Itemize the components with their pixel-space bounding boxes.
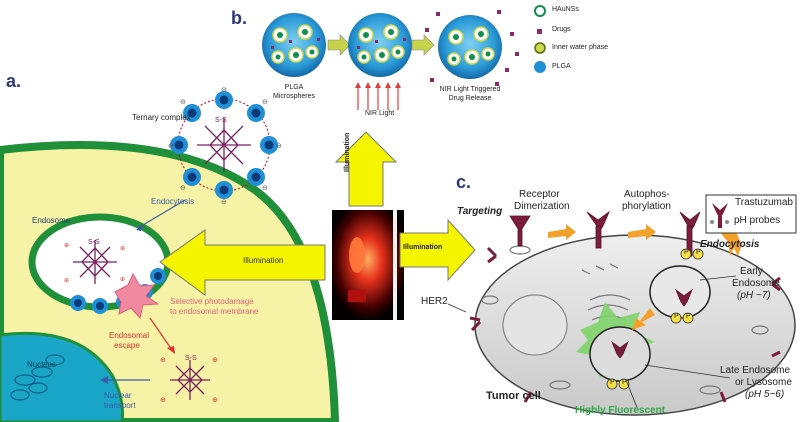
p-marker-3: P bbox=[674, 313, 679, 320]
release-line1: NIR Light Triggered bbox=[439, 86, 501, 93]
panel-b-label: b. bbox=[231, 8, 247, 28]
panel-a-label: a. bbox=[6, 71, 22, 91]
legend-inner-water: Inner water phase bbox=[552, 44, 609, 51]
arrow-b1 bbox=[327, 34, 351, 56]
nuclear-transport-line1: Nuclear bbox=[104, 391, 132, 400]
nir-source-image bbox=[332, 210, 404, 320]
legend-plga: PLGA bbox=[552, 63, 571, 70]
organelles bbox=[481, 245, 769, 395]
highly-fluorescent-label: Highly Fluorescent bbox=[575, 405, 666, 416]
targeting-label: Targeting bbox=[457, 206, 503, 217]
microsphere-1 bbox=[262, 13, 326, 77]
tumor-nucleus bbox=[502, 294, 568, 356]
svg-text:⊕: ⊕ bbox=[212, 357, 218, 364]
ss-label-3: S-S bbox=[88, 239, 100, 246]
svg-text:⊕: ⊕ bbox=[64, 278, 69, 284]
p-marker-6: P bbox=[622, 379, 627, 386]
nucleus-label: Nucleus bbox=[27, 360, 56, 369]
legend-ph-probes: pH probes bbox=[734, 215, 781, 226]
photodamage-line1: Selective photodamage bbox=[170, 297, 254, 306]
svg-text:⊖: ⊖ bbox=[221, 199, 227, 206]
autophos-line1: Autophos- bbox=[624, 189, 670, 200]
tumor-cell-label: Tumor cell bbox=[486, 390, 541, 402]
p-marker-2: P bbox=[696, 249, 701, 256]
escape-complex bbox=[170, 360, 210, 400]
escape-arrow bbox=[149, 317, 173, 351]
svg-text:⊕: ⊕ bbox=[212, 397, 218, 404]
ternary-complex: ⊖ ⊖ ⊖ ⊖ ⊖ ⊖ ⊖ ⊖ bbox=[168, 87, 282, 206]
legend-antibody-icon bbox=[712, 203, 728, 228]
late-endosome-line1: Late Endosome bbox=[720, 365, 791, 376]
svg-text:⊖: ⊖ bbox=[168, 143, 174, 150]
receptor-line1: Receptor bbox=[519, 189, 560, 200]
illumination-arrow-left bbox=[159, 229, 326, 296]
legend-b bbox=[534, 5, 546, 73]
autophos-line2: phorylation bbox=[622, 201, 671, 212]
svg-text:⊖: ⊖ bbox=[180, 185, 186, 192]
legend-trastuzumab: Trastuzumab bbox=[735, 197, 793, 208]
p-marker-1: P bbox=[684, 249, 689, 256]
illumination-arrow-right bbox=[399, 218, 476, 282]
legend-drugs: Drugs bbox=[552, 26, 571, 33]
chromatin bbox=[10, 354, 65, 401]
illumination-right-label: Illumination bbox=[403, 244, 443, 251]
svg-text:⊕: ⊕ bbox=[160, 357, 166, 364]
her2-receptors bbox=[469, 246, 781, 403]
arrow-b2 bbox=[411, 34, 435, 56]
endocytosis-label: Endocytosis bbox=[151, 197, 195, 206]
microsphere-2 bbox=[348, 13, 412, 77]
svg-text:⊕: ⊕ bbox=[120, 277, 125, 283]
escape-line1: Endosomal bbox=[109, 331, 150, 340]
antibodies bbox=[509, 210, 701, 359]
microspheres-line2: Microspheres bbox=[272, 93, 315, 100]
p-marker-5: P bbox=[610, 379, 615, 386]
photodamage-burst bbox=[114, 272, 160, 320]
release-line2: Drug Release bbox=[448, 95, 492, 102]
microspheres-line1: PLGA bbox=[284, 84, 304, 91]
early-endosome-line1: Early bbox=[740, 266, 763, 277]
nucleus bbox=[0, 331, 124, 422]
late-endosome-line2: or Lysosome bbox=[735, 377, 792, 388]
early-endosome-line2: Endosome bbox=[732, 278, 780, 289]
early-endosome-line3: (pH ~7) bbox=[737, 290, 771, 301]
nuclear-transport-line2: transport bbox=[104, 401, 136, 410]
early-endosome bbox=[649, 265, 711, 319]
her2-label: HER2 bbox=[421, 296, 448, 307]
panel-c-label: c. bbox=[456, 172, 472, 192]
ss-label-2: S-S bbox=[185, 355, 197, 362]
svg-text:⊖: ⊖ bbox=[180, 99, 186, 106]
svg-text:⊕: ⊕ bbox=[160, 397, 166, 404]
illumination-arrow-up bbox=[334, 131, 398, 207]
svg-text:⊖: ⊖ bbox=[221, 87, 227, 94]
orange-arrows bbox=[548, 224, 742, 330]
p-marker-4: P bbox=[686, 313, 691, 320]
escape-line2: escape bbox=[114, 341, 140, 350]
svg-text:⊖: ⊖ bbox=[276, 143, 282, 150]
svg-text:⊖: ⊖ bbox=[262, 99, 268, 106]
released-drugs bbox=[425, 10, 519, 86]
svg-text:⊕: ⊕ bbox=[64, 243, 69, 249]
endosome-label: Endosome bbox=[32, 216, 71, 225]
photodamage-line2: to endosomal membrane bbox=[170, 307, 259, 316]
svg-text:⊕: ⊕ bbox=[120, 246, 125, 252]
callout-lines bbox=[447, 275, 737, 411]
endocytosis-arrow bbox=[137, 199, 186, 229]
illumination-left-label: Illumination bbox=[243, 256, 284, 265]
ternary-complex-label: Ternary complex bbox=[132, 113, 191, 122]
nir-arrows bbox=[357, 85, 399, 110]
illumination-vertical-label: Illumination bbox=[344, 132, 351, 172]
microsphere-3 bbox=[438, 15, 502, 79]
late-endosome-line3: (pH 5~6) bbox=[745, 389, 785, 400]
ss-label-1: S-S bbox=[215, 117, 227, 124]
nir-light-label: NIR Light bbox=[365, 110, 395, 117]
endosome-complex bbox=[73, 240, 117, 284]
legend-hausn: HAuNSs bbox=[552, 6, 579, 13]
endocytosis-c-label: Endocytosis bbox=[700, 239, 760, 250]
receptor-line2: Dimerization bbox=[514, 201, 570, 212]
svg-text:⊖: ⊖ bbox=[262, 185, 268, 192]
